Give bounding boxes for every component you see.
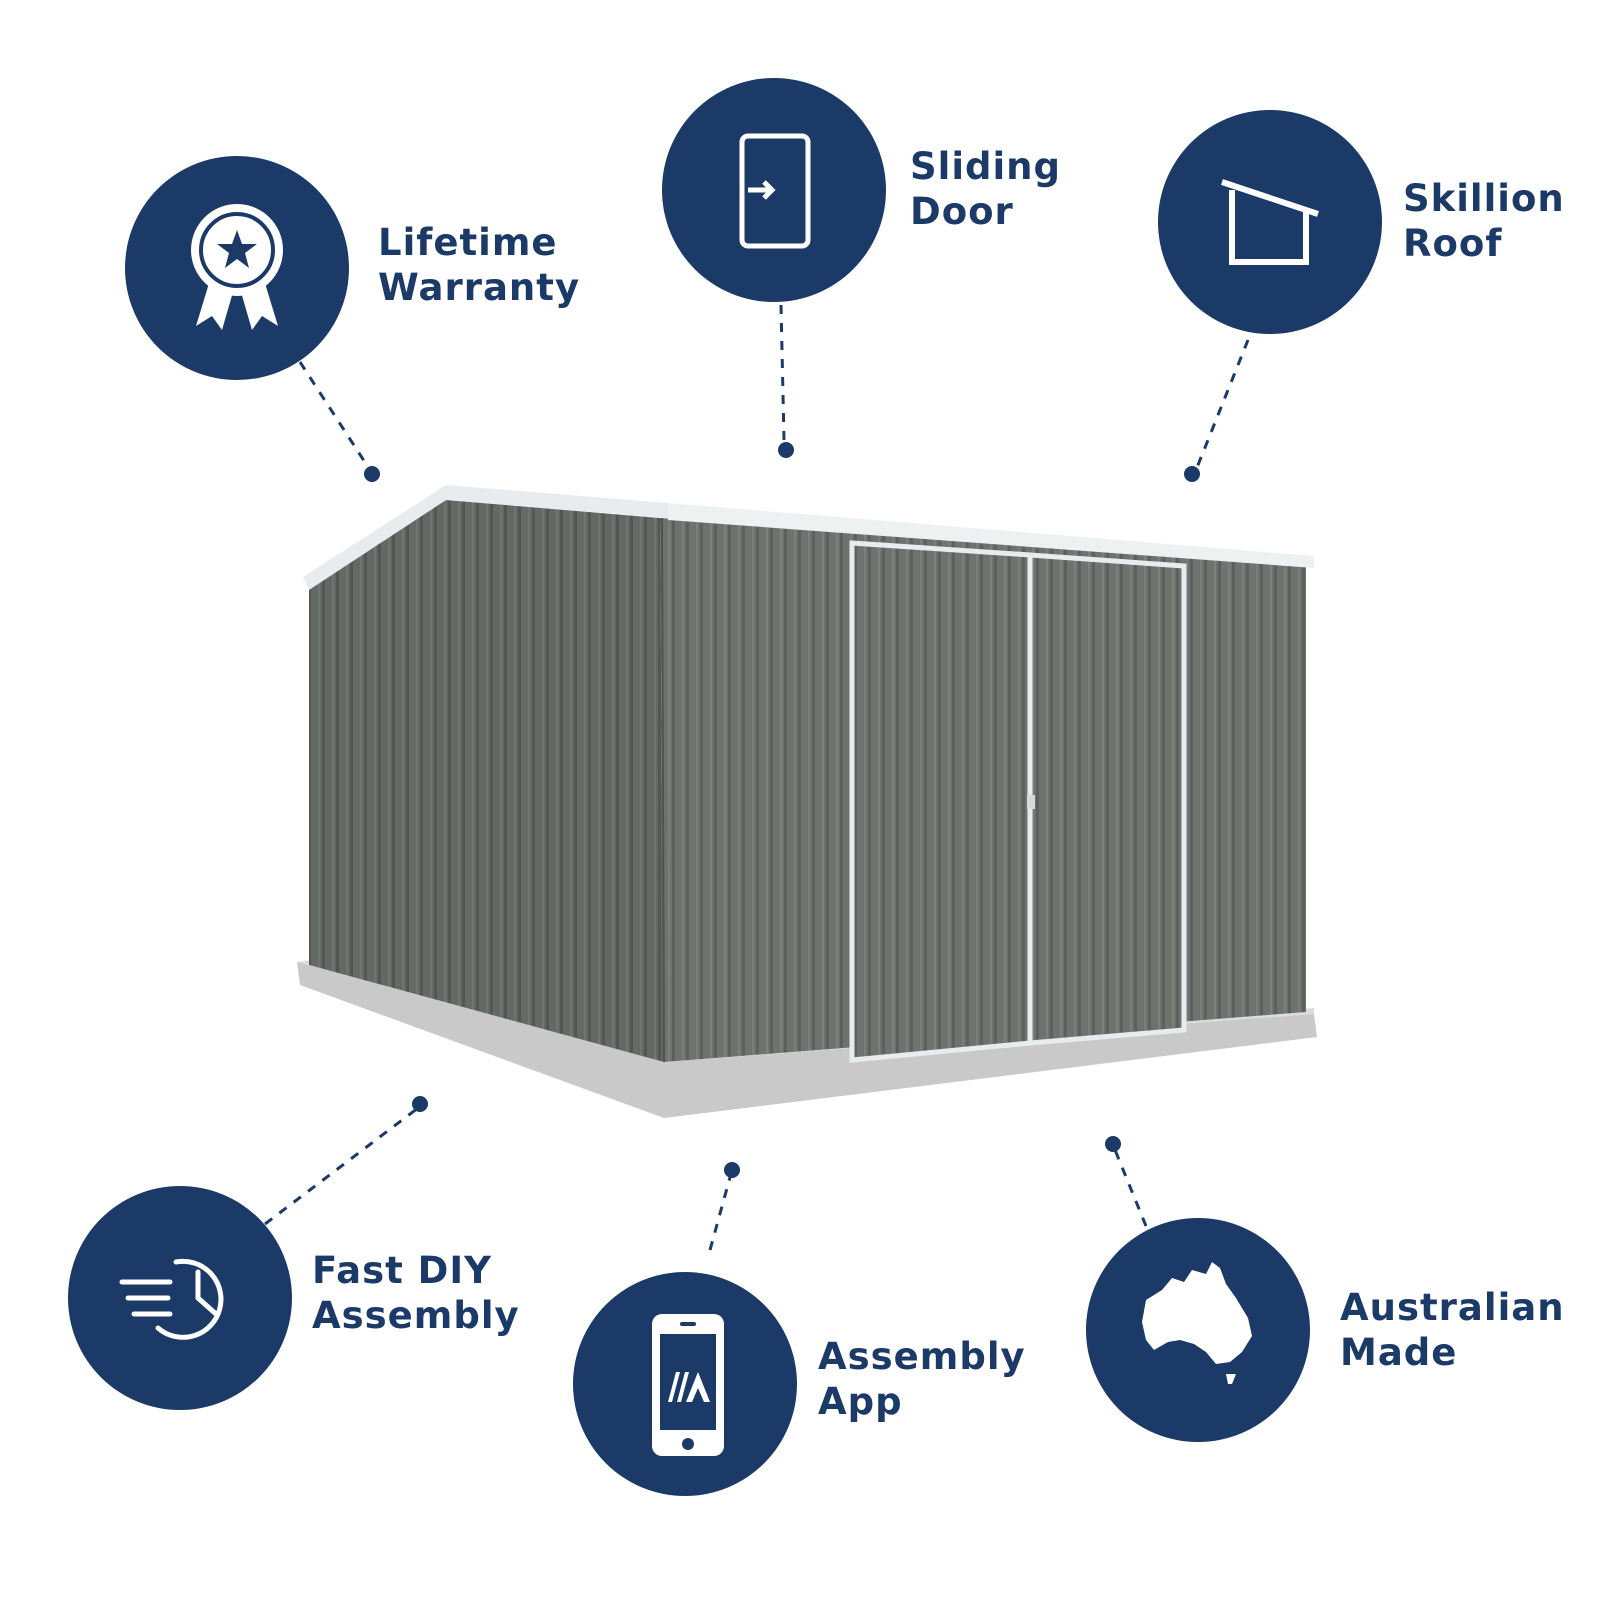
shed-roof-gable [303, 485, 668, 590]
label-line-1: Lifetime [378, 221, 558, 264]
badge-skillion-roof [1158, 110, 1382, 334]
label-line-1: Fast DIY [312, 1249, 492, 1292]
dot-roof [1184, 466, 1200, 482]
label-line-2: Warranty [378, 266, 581, 309]
label-line-2: Door [910, 190, 1014, 233]
label-line-1: Australian [1340, 1286, 1565, 1329]
badge-sliding-door [662, 78, 886, 302]
badge-lifetime-warranty [125, 156, 349, 380]
award-ribbon-icon [191, 204, 283, 330]
connector-app [708, 1169, 734, 1251]
dot-door [778, 442, 794, 458]
label-sliding-door: Sliding Door [910, 144, 1061, 234]
connector-warranty [298, 361, 372, 471]
smartphone-icon [652, 1314, 724, 1456]
sliding-door-right [1027, 552, 1187, 1046]
fast-clock-icon [119, 1258, 224, 1340]
badge-australian-made [1086, 1218, 1310, 1442]
label-line-1: Sliding [910, 145, 1062, 188]
shed-side-wall [309, 500, 664, 1062]
australia-map-icon [1142, 1262, 1252, 1384]
badge-circle [1158, 110, 1382, 334]
label-australian-made: Australian Made [1340, 1285, 1565, 1375]
shed-corner [661, 517, 665, 1063]
door-icon [739, 133, 811, 249]
dot-assembly [412, 1096, 428, 1112]
label-line-2: Roof [1403, 222, 1503, 265]
garden-shed-image [297, 485, 1317, 1118]
dot-warranty [364, 466, 380, 482]
badge-assembly-app [573, 1272, 797, 1496]
label-skillion-roof: Skillion Roof [1403, 176, 1565, 266]
label-line-2: App [818, 1380, 903, 1423]
skillion-roof-icon [1221, 179, 1319, 265]
door-handle [1027, 795, 1035, 809]
label-assembly-app: Assembly App [818, 1334, 1026, 1424]
dot-app [724, 1162, 740, 1178]
connector-lines [264, 304, 1250, 1251]
connector-roof [1194, 339, 1250, 471]
dot-made [1105, 1136, 1121, 1152]
label-fast-diy-assembly: Fast DIY Assembly [312, 1248, 520, 1338]
badge-fast-diy-assembly [68, 1186, 292, 1410]
connector-door [779, 304, 786, 441]
shed-roof-edge [668, 503, 1314, 568]
badge-circle [68, 1186, 292, 1410]
label-line-1: Skillion [1403, 177, 1565, 220]
concrete-slab [297, 962, 1317, 1118]
sliding-door-left [849, 540, 1033, 1063]
label-line-1: Assembly [818, 1335, 1026, 1378]
label-lifetime-warranty: Lifetime Warranty [378, 220, 580, 310]
connector-dots [364, 442, 1200, 1178]
connector-made [1111, 1144, 1148, 1227]
label-line-2: Assembly [312, 1294, 520, 1337]
label-line-2: Made [1340, 1331, 1458, 1374]
connector-assembly [264, 1106, 419, 1226]
